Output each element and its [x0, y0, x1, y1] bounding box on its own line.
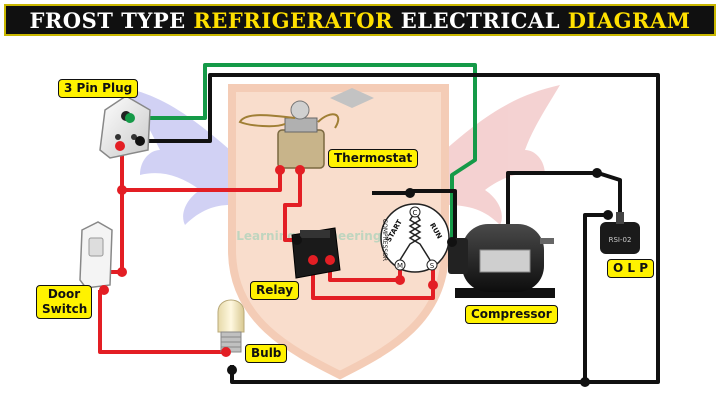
junction-dot: [405, 188, 415, 198]
relay-device: [291, 227, 341, 279]
title-part-1: FROST TYPE: [29, 7, 194, 33]
start-winding: [399, 211, 422, 261]
live-wire-relay-run: [283, 170, 302, 242]
junction-dots: [99, 113, 613, 387]
olp-body: [600, 222, 640, 254]
compressor-terminal-box: [448, 238, 468, 274]
compressor-label: Compressor: [465, 305, 558, 324]
bulb-glass: [217, 299, 245, 333]
motor-terminal-s-label: S: [430, 262, 435, 270]
junction-dot: [117, 185, 127, 195]
motor-terminal-m: [394, 259, 406, 271]
neutral-wire-olp-return: [583, 213, 608, 382]
plug-body: [99, 95, 151, 159]
bulb-device: [217, 299, 245, 353]
page-title: FROST TYPE REFRIGERATOR ELECTRICAL DIAGR…: [4, 4, 716, 36]
motor-terminal-c-label: C: [413, 209, 418, 217]
door-switch-plunger: [88, 237, 104, 257]
bulb-label: Bulb: [245, 344, 288, 363]
olp-label: O L P: [607, 259, 654, 278]
thermostat-knob: [290, 100, 310, 120]
junction-dot: [115, 141, 125, 151]
compressor-pipe: [540, 238, 554, 244]
junction-dot: [125, 113, 135, 123]
plug-label: 3 Pin Plug: [58, 79, 139, 98]
junction-dot: [275, 165, 285, 175]
title-part-3: ELECTRICAL: [392, 7, 568, 33]
watermark-wing-right: [445, 85, 560, 225]
watermark-cap-icon: [330, 88, 374, 108]
earth-wire: [134, 63, 477, 242]
olp-part-number: RSI-02: [609, 236, 632, 244]
three-pin-plug: [99, 95, 151, 159]
neutral-wire-main: [140, 73, 660, 384]
junction-dot: [428, 280, 438, 290]
junction-dot: [325, 255, 335, 265]
relay-cap: [300, 230, 330, 238]
junction-dot: [135, 136, 145, 146]
thermostat-capillary-tail: [317, 113, 340, 129]
motor-winding-symbol: C M S START RUN COMPRESSOR: [380, 203, 450, 273]
plug-neutral-pin: [131, 134, 137, 140]
title-part-4: DIAGRAM: [567, 7, 691, 33]
door-switch-label: Door Switch: [36, 285, 92, 319]
junction-dot: [447, 237, 457, 247]
junction-dot: [395, 275, 405, 285]
junction-dot: [308, 255, 318, 265]
junction-dot: [295, 165, 305, 175]
door-switch-device: [79, 221, 113, 289]
thermostat-device: [238, 100, 340, 169]
thermostat-body: [277, 129, 325, 169]
motor-terminal-m-label: M: [397, 262, 403, 270]
run-winding: [408, 211, 431, 261]
motor-terminal-s: [426, 259, 438, 271]
junction-dot: [592, 168, 602, 178]
junction-dot: [603, 210, 613, 220]
junction-dot: [117, 267, 127, 277]
olp-terminal: [616, 212, 624, 224]
thermostat-label: Thermostat: [328, 149, 419, 168]
junction-dot: [221, 347, 231, 357]
junction-dot: [227, 365, 237, 375]
compressor-nameplate: [479, 249, 531, 273]
relay-label: Relay: [250, 281, 300, 300]
junction-dot: [580, 377, 590, 387]
motor-compressor-label: COMPRESSOR: [381, 219, 388, 261]
compressor-device: [448, 224, 555, 298]
live-wire-bulb: [98, 290, 226, 354]
bulb-threads: [221, 336, 241, 348]
live-wire-thermostat: [120, 146, 282, 192]
junction-dot: [99, 285, 109, 295]
thermostat-bracket: [284, 117, 318, 133]
junction-dot: [292, 235, 302, 245]
thermostat-capillary: [238, 114, 296, 128]
plug-live-pin: [115, 134, 121, 140]
earth-wire-segment: [134, 63, 477, 242]
motor-terminal-c: [409, 206, 421, 218]
olp-device: RSI-02: [600, 212, 640, 254]
compressor-base: [455, 288, 555, 298]
title-part-2: REFRIGERATOR: [193, 7, 393, 33]
